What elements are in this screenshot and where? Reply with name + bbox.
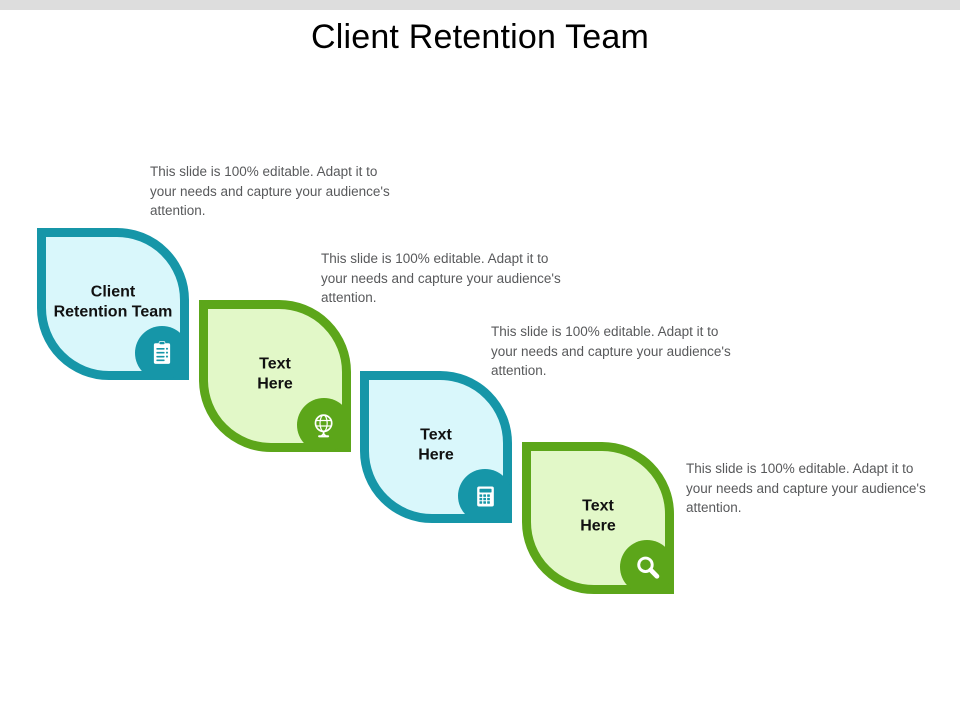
step-description-1: This slide is 100% editable. Adapt it to… [150, 164, 390, 219]
step-card-label-3: Text Here [418, 426, 454, 465]
step-card-3[interactable]: Text Here [360, 371, 512, 523]
step-card-1[interactable]: Client Retention Team [37, 228, 189, 380]
step-card-label-2: Text Here [257, 355, 293, 394]
page-title: Client Retention Team [310, 18, 650, 56]
step-card-label-4: Text Here [580, 497, 616, 536]
step-description-2: This slide is 100% editable. Adapt it to… [321, 251, 561, 306]
step-icon-badge-4[interactable] [620, 540, 674, 594]
clipboard-checklist-icon [149, 340, 175, 366]
step-description-4: This slide is 100% editable. Adapt it to… [686, 461, 926, 516]
step-description-3: This slide is 100% editable. Adapt it to… [491, 324, 731, 379]
step-card-4[interactable]: Text Here [522, 442, 674, 594]
calculator-icon [473, 484, 498, 509]
step-icon-badge-3[interactable] [458, 469, 512, 523]
step-icon-badge-1[interactable] [135, 326, 189, 380]
step-icon-badge-2[interactable] [297, 398, 351, 452]
magnifier-icon [634, 554, 661, 581]
globe-stand-icon [311, 412, 338, 439]
step-card-label-1: Client Retention Team [53, 283, 173, 322]
step-card-2[interactable]: Text Here [199, 300, 351, 452]
top-decorative-band [0, 0, 960, 10]
